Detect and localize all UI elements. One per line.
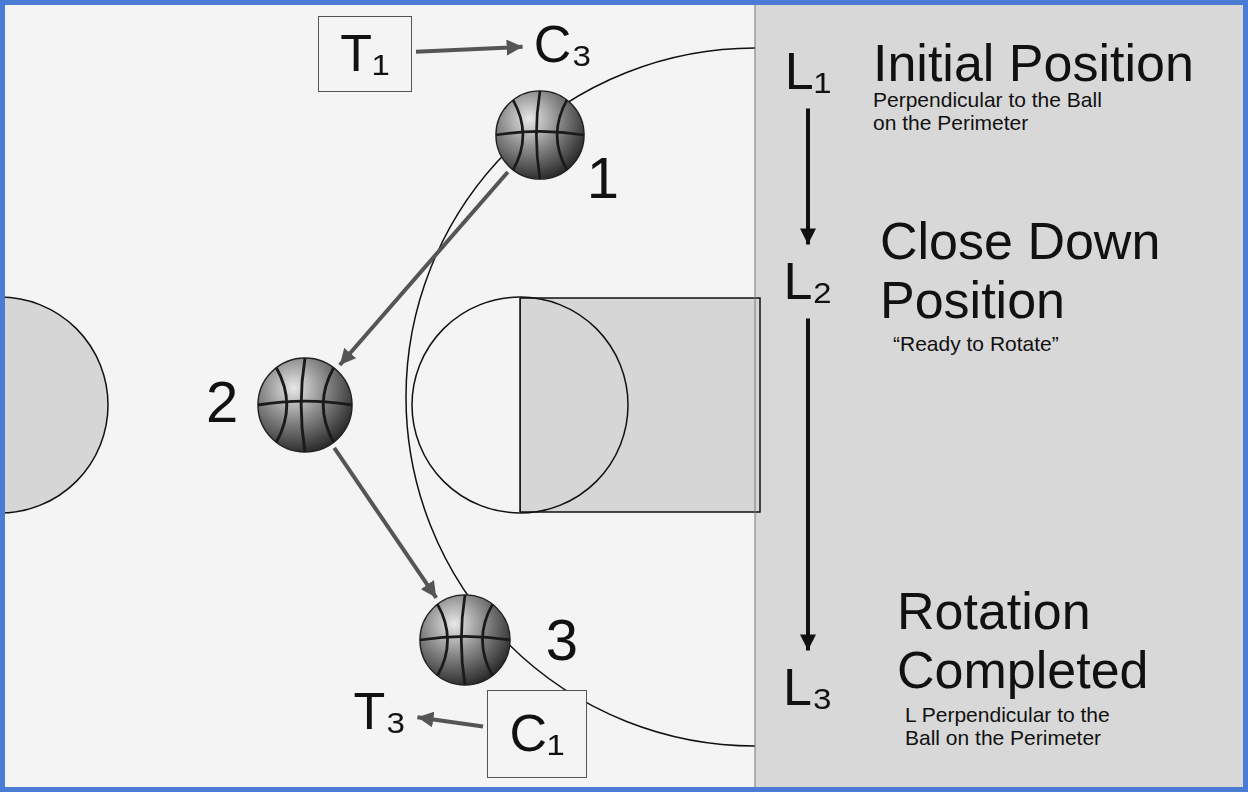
player-box: C₁ xyxy=(487,690,587,778)
legend-panel xyxy=(755,0,1248,792)
movement-arrow xyxy=(417,717,483,726)
basketball-icon xyxy=(419,594,511,686)
lane-key xyxy=(520,298,760,512)
step-label: L₂ xyxy=(777,249,838,314)
step-title: Rotation Completed xyxy=(897,582,1187,700)
movement-arrow xyxy=(806,109,810,245)
movement-arrow xyxy=(806,319,810,651)
free-throw-half xyxy=(412,297,520,513)
node-text: T₃ xyxy=(354,683,407,740)
step-label: L₁ xyxy=(779,39,837,104)
player-label: C₃ xyxy=(528,12,599,77)
node-text: L₁ xyxy=(785,43,831,100)
basketball-icon xyxy=(257,357,353,453)
node-text: L₂ xyxy=(783,253,832,310)
callout-number: 3 xyxy=(546,608,578,672)
step-note: L Perpendicular to the Ball on the Perim… xyxy=(905,703,1130,749)
free-throw-circle xyxy=(412,297,628,513)
player-box: T₁ xyxy=(318,16,412,92)
free-throw-line xyxy=(519,298,521,512)
node-text: L₃ xyxy=(783,659,833,716)
movement-arrow xyxy=(340,172,508,365)
frame-border xyxy=(3,3,1246,790)
movement-arrow xyxy=(416,47,523,52)
movement-arrow xyxy=(334,448,436,598)
callout-number: 2 xyxy=(206,370,238,434)
step-label: L₃ xyxy=(777,655,839,720)
basketball-icon xyxy=(495,90,585,180)
player-label: T₃ xyxy=(348,679,413,744)
ball-position: 1 xyxy=(495,90,585,180)
node-text: T₁ xyxy=(340,25,389,82)
step-title: Close Down Position xyxy=(880,212,1180,330)
node-text: C₁ xyxy=(509,705,564,762)
step-note: Perpendicular to the Ball on the Perimet… xyxy=(873,88,1123,134)
node-text: C₃ xyxy=(534,16,593,73)
three-point-arc xyxy=(406,48,755,746)
ball-position: 2 xyxy=(257,357,353,453)
callout-number: 1 xyxy=(587,146,619,210)
center-circle xyxy=(0,297,108,513)
step-note: “Ready to Rotate” xyxy=(893,332,1193,355)
step-title: Initial Position xyxy=(873,34,1233,93)
panel-divider xyxy=(755,0,756,792)
ball-position: 3 xyxy=(419,594,511,686)
